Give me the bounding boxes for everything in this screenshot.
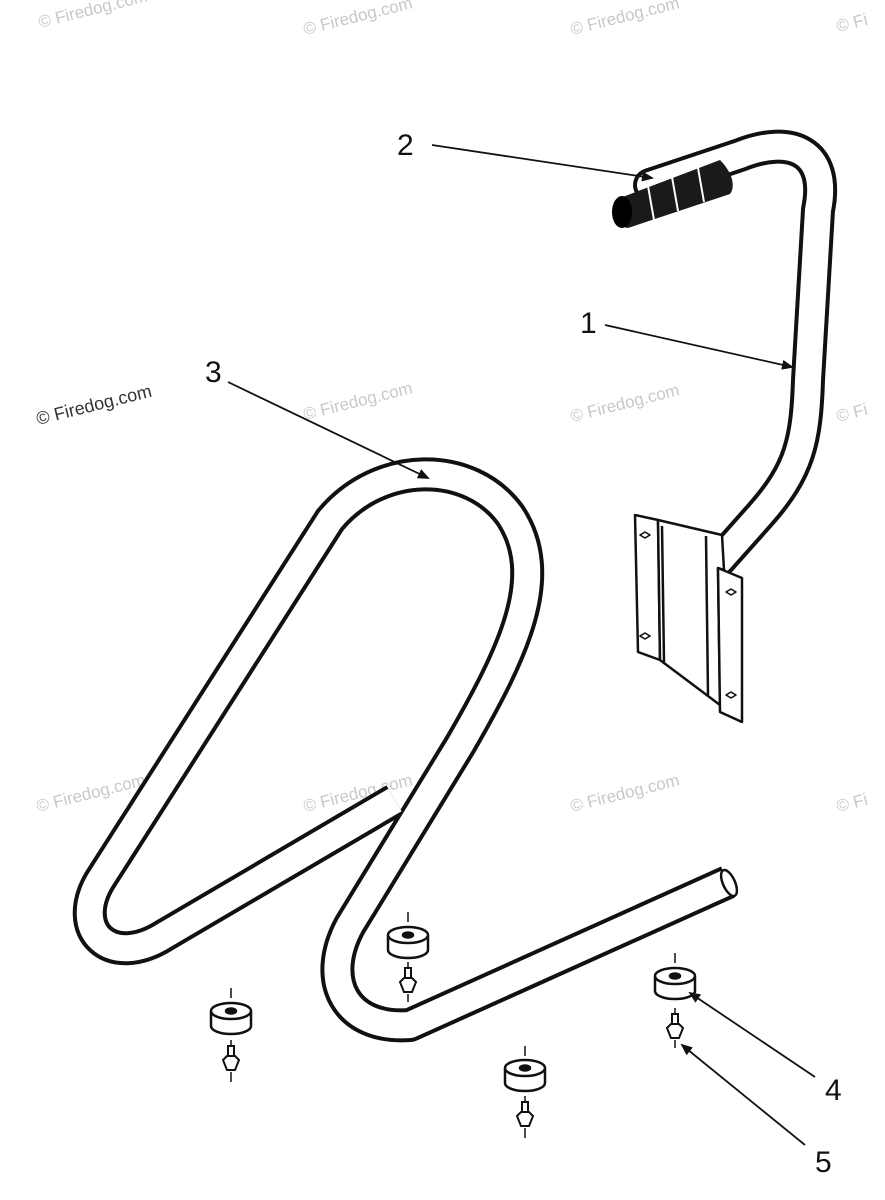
bolt — [221, 1040, 241, 1082]
part-2-grip — [612, 160, 733, 228]
bolt — [398, 962, 418, 1002]
callout-4: 4 — [825, 1074, 842, 1107]
leader-line-3 — [227, 381, 430, 479]
bolt — [515, 1096, 535, 1138]
callout-1: 1 — [580, 307, 597, 340]
watermark: © Fi — [834, 10, 869, 36]
leader-line-1 — [604, 324, 794, 370]
part-3-tube — [72, 457, 739, 1043]
part-1-tube — [633, 129, 837, 577]
watermark: © Firedog.com — [568, 770, 681, 815]
spacer — [503, 1046, 547, 1093]
callout-5: 5 — [815, 1146, 832, 1179]
leader-line-2 — [431, 144, 654, 182]
callouts: 2 1 3 4 5 — [205, 129, 842, 1179]
callout-2: 2 — [397, 129, 414, 162]
watermark: © Firedog.com — [568, 380, 681, 425]
watermark-dark: © Firedog.com — [34, 381, 154, 429]
leader-lines — [227, 144, 816, 1146]
watermark: © Firedog.com — [36, 0, 149, 32]
watermark: © Fi — [834, 790, 869, 816]
callout-3: 3 — [205, 356, 222, 389]
watermarks: © Firedog.com © Firedog.com © Firedog.co… — [34, 0, 869, 816]
leader-line-5 — [680, 1043, 806, 1146]
spacer — [209, 988, 253, 1036]
watermark: © Firedog.com — [568, 0, 681, 39]
watermark: © Firedog.com — [301, 378, 414, 423]
part-1-bracket — [633, 513, 744, 724]
spacer — [386, 912, 430, 960]
part-4-spacers — [209, 912, 697, 1093]
part-5-bolts — [221, 962, 685, 1138]
bolt — [665, 1008, 685, 1048]
watermark: © Fi — [834, 400, 869, 426]
watermark: © Firedog.com — [301, 0, 414, 39]
spacer — [653, 953, 697, 1001]
leader-line-4 — [688, 991, 816, 1078]
